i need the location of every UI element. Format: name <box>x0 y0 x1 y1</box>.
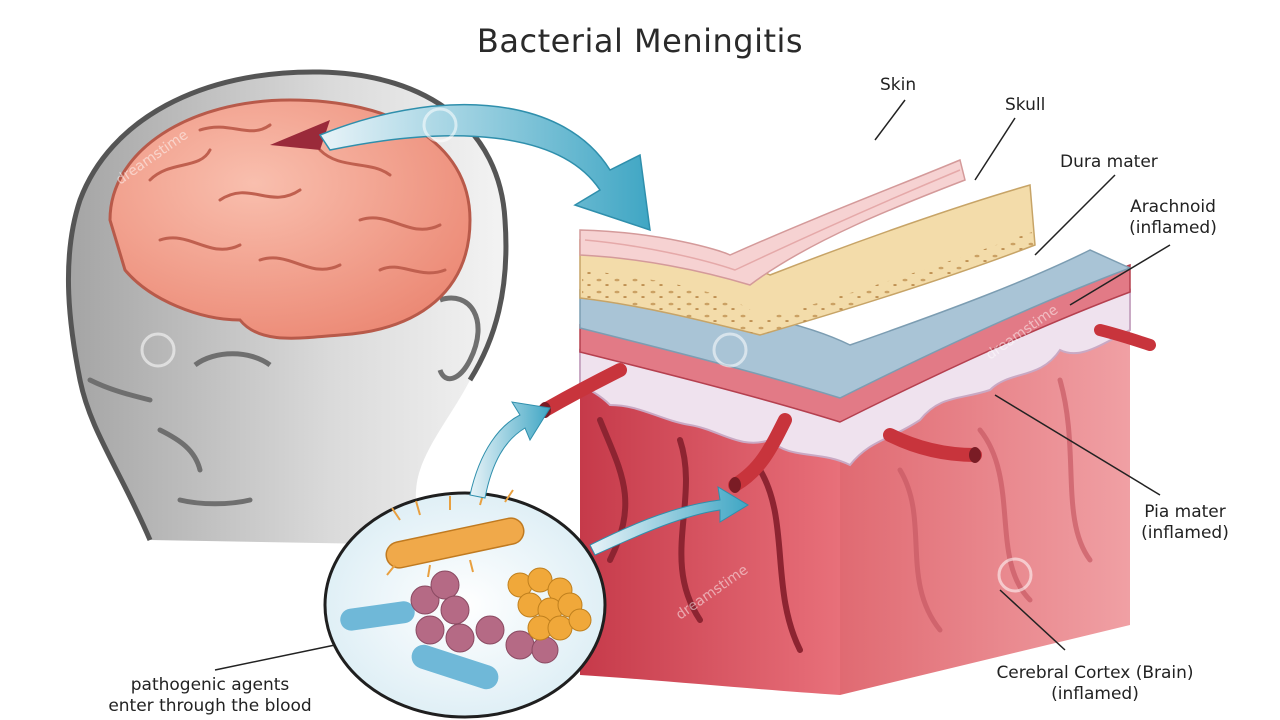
tissue-block <box>538 158 1156 695</box>
leader-lines <box>214 99 1171 671</box>
label-pathogenic-agents: pathogenic agents enter through the bloo… <box>75 675 345 717</box>
diagram-title: Bacterial Meningitis <box>476 22 804 60</box>
brain <box>108 98 472 340</box>
pathogen-bubble <box>323 489 607 719</box>
watermark-rings <box>140 107 1033 593</box>
zoom-arrow <box>318 103 651 232</box>
label-skull: Skull <box>1005 95 1046 115</box>
label-cerebral-cortex: Cerebral Cortex (Brain) (inflamed) <box>965 663 1225 705</box>
infection-arrow-1 <box>469 401 551 499</box>
label-arachnoid-note: (inflamed) <box>1129 218 1217 238</box>
label-arachnoid: Arachnoid (inflamed) <box>1108 197 1238 239</box>
label-pathogen-line1: pathogenic agents <box>130 675 290 695</box>
infection-arrow-2 <box>589 486 749 556</box>
label-pia-title: Pia mater <box>1144 502 1226 522</box>
label-pathogen-line2: enter through the blood <box>108 696 312 716</box>
label-pia-mater: Pia mater (inflamed) <box>1125 502 1245 544</box>
label-pia-note: (inflamed) <box>1141 523 1229 543</box>
label-cortex-note: (inflamed) <box>1051 684 1139 704</box>
label-dura-mater: Dura mater <box>1060 152 1158 172</box>
label-cortex-title: Cerebral Cortex (Brain) <box>996 663 1194 683</box>
label-skin: Skin <box>880 75 917 95</box>
label-arachnoid-title: Arachnoid <box>1130 197 1216 217</box>
